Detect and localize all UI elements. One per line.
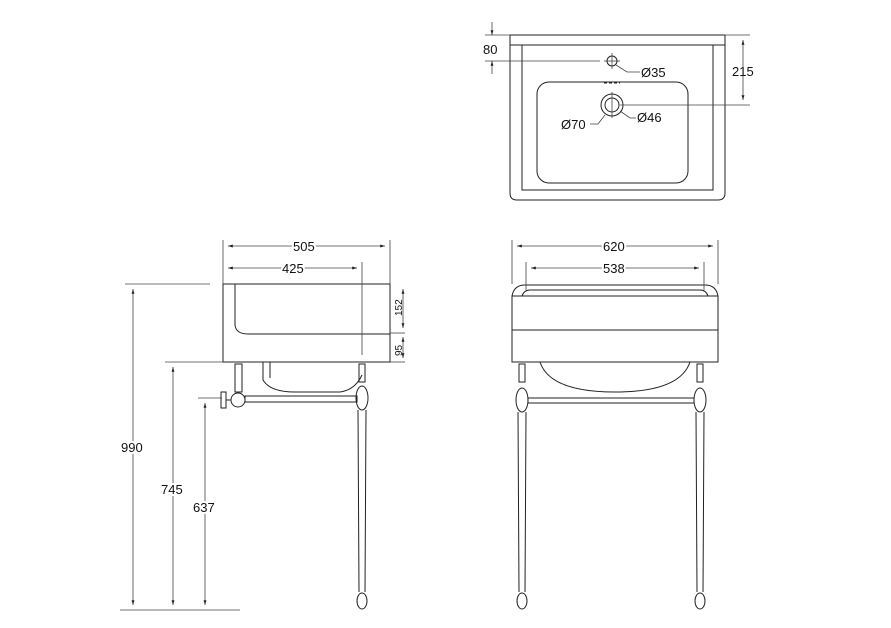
dim-depth-bowl: 425 [282, 261, 304, 276]
leg-right [693, 363, 707, 610]
label-tap-hole: Ø35 [641, 65, 666, 80]
dim-total-height: 990 [121, 440, 143, 455]
front-view: 620 538 [511, 237, 719, 610]
dim-width-overall: 620 [603, 239, 625, 254]
dim-width-inner: 538 [603, 261, 625, 276]
dim-rim-height: 745 [161, 482, 183, 497]
dim-depth-overall: 505 [293, 239, 315, 254]
leg-left [515, 363, 529, 610]
dim-rail-height: 637 [193, 500, 215, 515]
dim-basin-upper: 152 [394, 299, 405, 316]
dim-tap-offset: 80 [483, 42, 497, 57]
side-view: 505 425 152 95 990 745 637 [119, 237, 405, 611]
dim-waste-offset: 215 [732, 64, 754, 79]
dim-basin-lower: 95 [394, 344, 405, 356]
label-waste-outer: Ø70 [561, 117, 586, 132]
label-waste-inner: Ø46 [637, 110, 662, 125]
top-view: 80 215 Ø35 Ø70 Ø46 [483, 22, 754, 201]
